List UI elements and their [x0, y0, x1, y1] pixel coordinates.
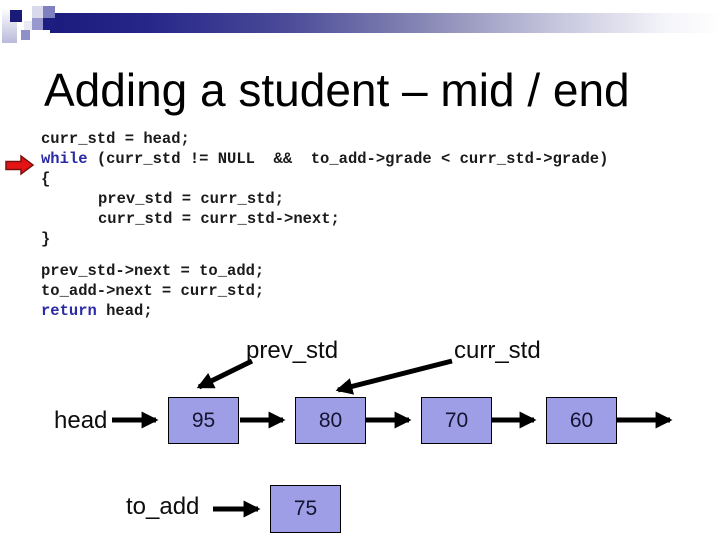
header-mosaic-square — [43, 6, 55, 18]
code-keyword: return — [41, 302, 97, 320]
node-box: 70 — [421, 397, 492, 444]
code-text: curr_std = curr_std->next; — [98, 210, 340, 228]
to-add-label: to_add — [126, 493, 200, 520]
node-value: 70 — [444, 408, 469, 432]
prev-std-pointer-arrow — [196, 358, 254, 390]
code-line: return head; — [41, 301, 264, 321]
header-mosaic-square — [43, 18, 55, 30]
code-text: (curr_std != NULL && to_add->grade < cur… — [87, 150, 609, 168]
node-value: 75 — [293, 497, 318, 520]
head-label: head — [54, 407, 108, 434]
code-block-traversal: curr_std = head;while (curr_std != NULL … — [41, 129, 608, 249]
header-mosaic-square — [24, 21, 32, 30]
node-box: 95 — [168, 397, 239, 444]
code-text: head; — [96, 302, 153, 320]
header-mosaic-square — [21, 30, 30, 40]
header-gradient-bar — [50, 13, 720, 33]
curr-std-pointer-arrow — [335, 358, 453, 395]
right-block-arrow-icon — [5, 154, 34, 176]
code-line: while (curr_std != NULL && to_add->grade… — [41, 149, 608, 169]
prev-std-label: prev_std — [246, 337, 339, 364]
code-text: { — [41, 170, 51, 188]
header-mosaic-square — [32, 6, 43, 18]
current-line-arrow-icon — [5, 154, 34, 176]
curr-std-label: curr_std — [454, 337, 541, 364]
header-mosaic-square — [10, 10, 22, 22]
code-line: prev_std = curr_std; — [41, 189, 608, 209]
code-text: } — [41, 230, 51, 248]
code-line: prev_std->next = to_add; — [41, 261, 264, 281]
node-value: 60 — [569, 408, 594, 432]
code-text: curr_std = head; — [41, 130, 190, 148]
node-value: 95 — [191, 408, 216, 432]
to-add-node-box: 75 — [270, 485, 341, 533]
code-line: } — [41, 229, 608, 249]
node-box: 60 — [546, 397, 617, 444]
node-box: 80 — [295, 397, 366, 444]
code-line: { — [41, 169, 608, 189]
code-text: prev_std = curr_std; — [98, 190, 285, 208]
code-line: curr_std = curr_std->next; — [41, 209, 608, 229]
page-title: Adding a student – mid / end — [44, 64, 630, 116]
code-text: to_add->next = curr_std; — [41, 282, 265, 300]
code-line: curr_std = head; — [41, 129, 608, 149]
node-value: 80 — [318, 408, 343, 432]
code-keyword: while — [41, 150, 88, 168]
code-block-insert: prev_std->next = to_add; to_add->next = c… — [41, 261, 264, 321]
code-text: prev_std->next = to_add; — [41, 262, 265, 280]
header-mosaic-square — [32, 18, 43, 30]
code-line: to_add->next = curr_std; — [41, 281, 264, 301]
